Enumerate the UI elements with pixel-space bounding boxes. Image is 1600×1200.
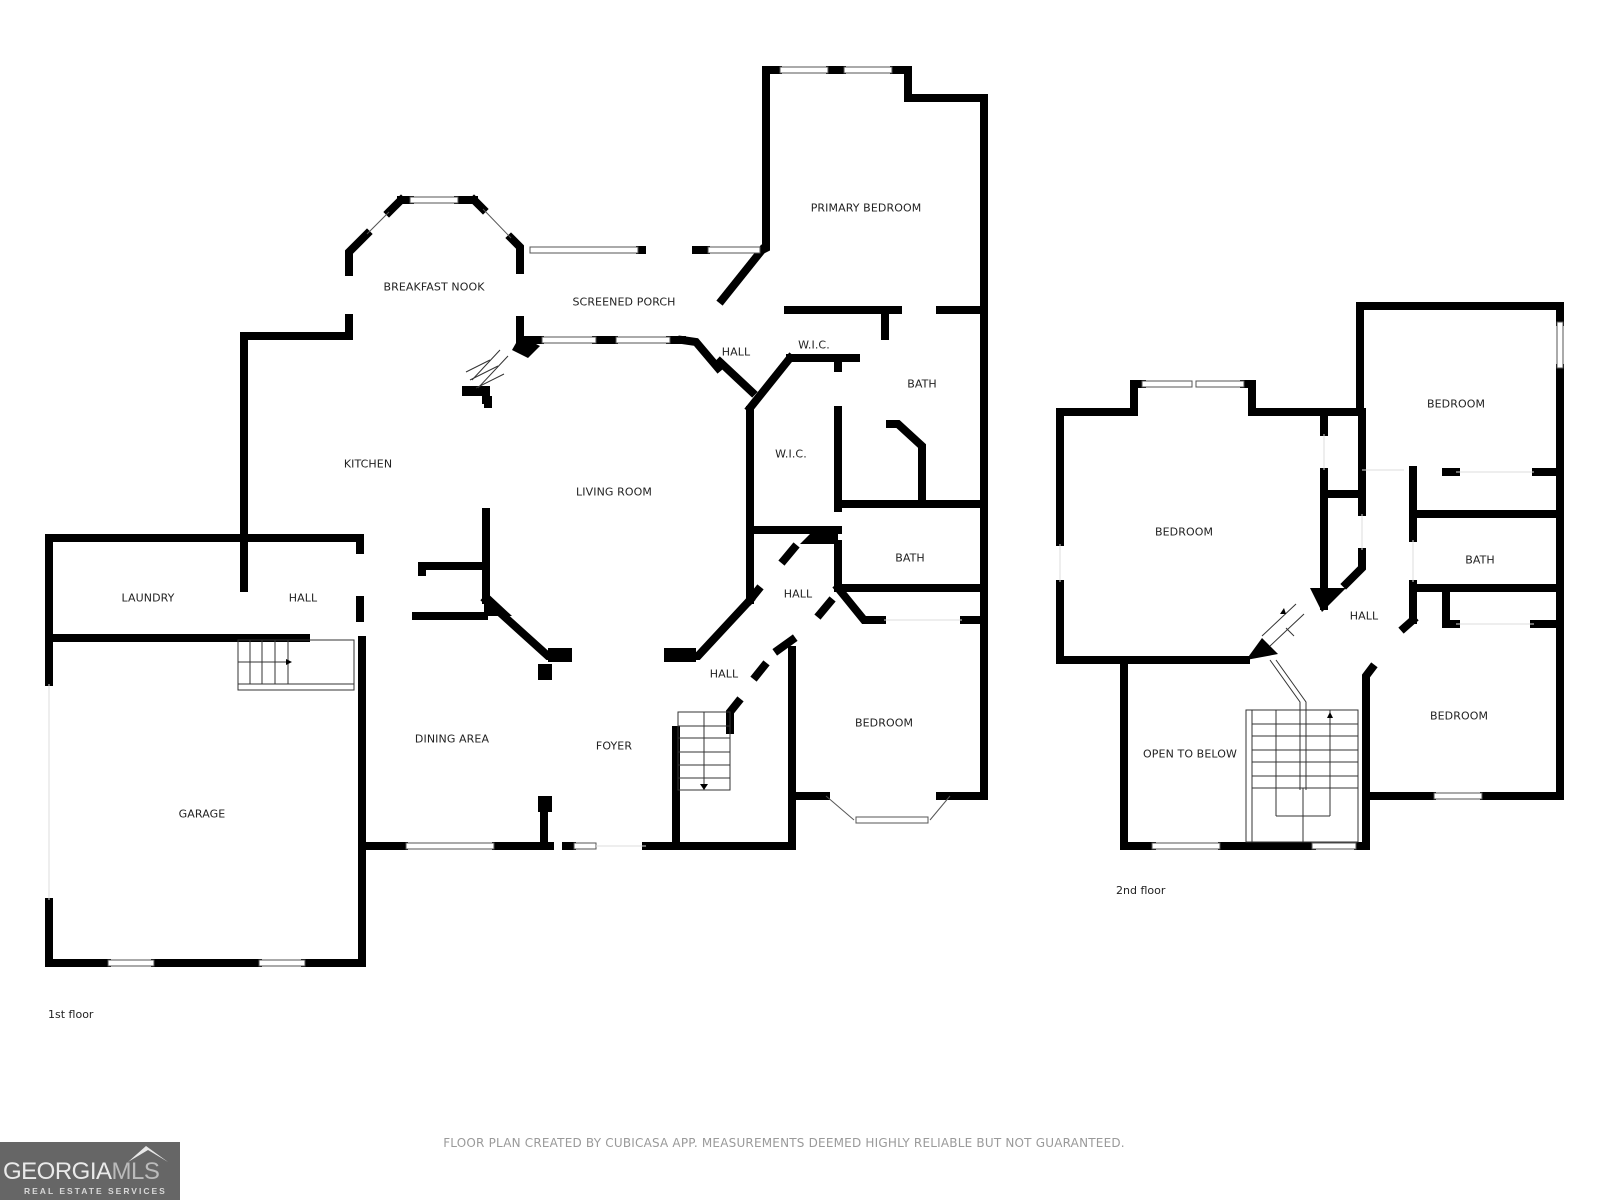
room-label-foyer: FOYER	[595, 739, 633, 753]
room-label-open-to-below: OPEN TO BELOW	[1143, 747, 1237, 761]
room-label-bath-up: BATH	[1465, 553, 1495, 567]
logo-brand-primary: GEORGIA	[3, 1158, 112, 1185]
floor-label-first: 1st floor	[48, 1008, 94, 1021]
logo-tagline: REAL ESTATE SERVICES	[24, 1186, 167, 1196]
logo-brand: GEORGIAMLS	[3, 1158, 160, 1186]
first-floor-walls	[45, 66, 988, 967]
room-label-kitchen: KITCHEN	[343, 457, 393, 471]
room-label-garage: GARAGE	[178, 807, 226, 821]
room-label-bath-primary: BATH	[907, 377, 937, 391]
room-label-living-room: LIVING ROOM	[576, 485, 652, 499]
room-label-bedroom-ne: BEDROOM	[1426, 397, 1486, 411]
disclaimer-text: FLOOR PLAN CREATED BY CUBICASA APP. MEAS…	[443, 1136, 1125, 1150]
room-label-bedroom-se: BEDROOM	[1429, 709, 1489, 723]
room-label-hall-up: HALL	[1349, 609, 1379, 623]
room-label-bedroom-1: BEDROOM	[854, 716, 914, 730]
floor-label-second: 2nd floor	[1116, 884, 1166, 897]
room-label-bedroom-w: BEDROOM	[1154, 525, 1214, 539]
room-label-screened-porch: SCREENED PORCH	[572, 295, 676, 309]
first-floor-stairs	[237, 349, 731, 791]
second-floor-windows	[1059, 321, 1564, 850]
roof-icon	[128, 1146, 168, 1162]
second-floor-walls	[1056, 302, 1564, 850]
room-label-wic-upper: W.I.C.	[798, 338, 830, 352]
first-floor-windows	[48, 66, 962, 967]
room-label-wic-lower: W.I.C.	[775, 447, 807, 461]
room-label-dining-area: DINING AREA	[414, 732, 490, 746]
room-label-breakfast-nook: BREAKFAST NOOK	[383, 280, 485, 294]
room-label-bath-2: BATH	[895, 551, 925, 565]
room-label-laundry: LAUNDRY	[121, 591, 175, 605]
logo-brand-accent: MLS	[111, 1158, 160, 1185]
second-floor-stairs	[1245, 603, 1359, 843]
room-label-hall-foyer: HALL	[709, 667, 739, 681]
room-label-hall-laundry: HALL	[288, 591, 318, 605]
georgia-mls-logo: GEORGIAMLS REAL ESTATE SERVICES	[0, 1142, 180, 1200]
room-label-primary-bedroom: PRIMARY BEDROOM	[810, 201, 922, 215]
room-label-hall-porch: HALL	[721, 345, 751, 359]
room-label-hall-mid: HALL	[783, 587, 813, 601]
